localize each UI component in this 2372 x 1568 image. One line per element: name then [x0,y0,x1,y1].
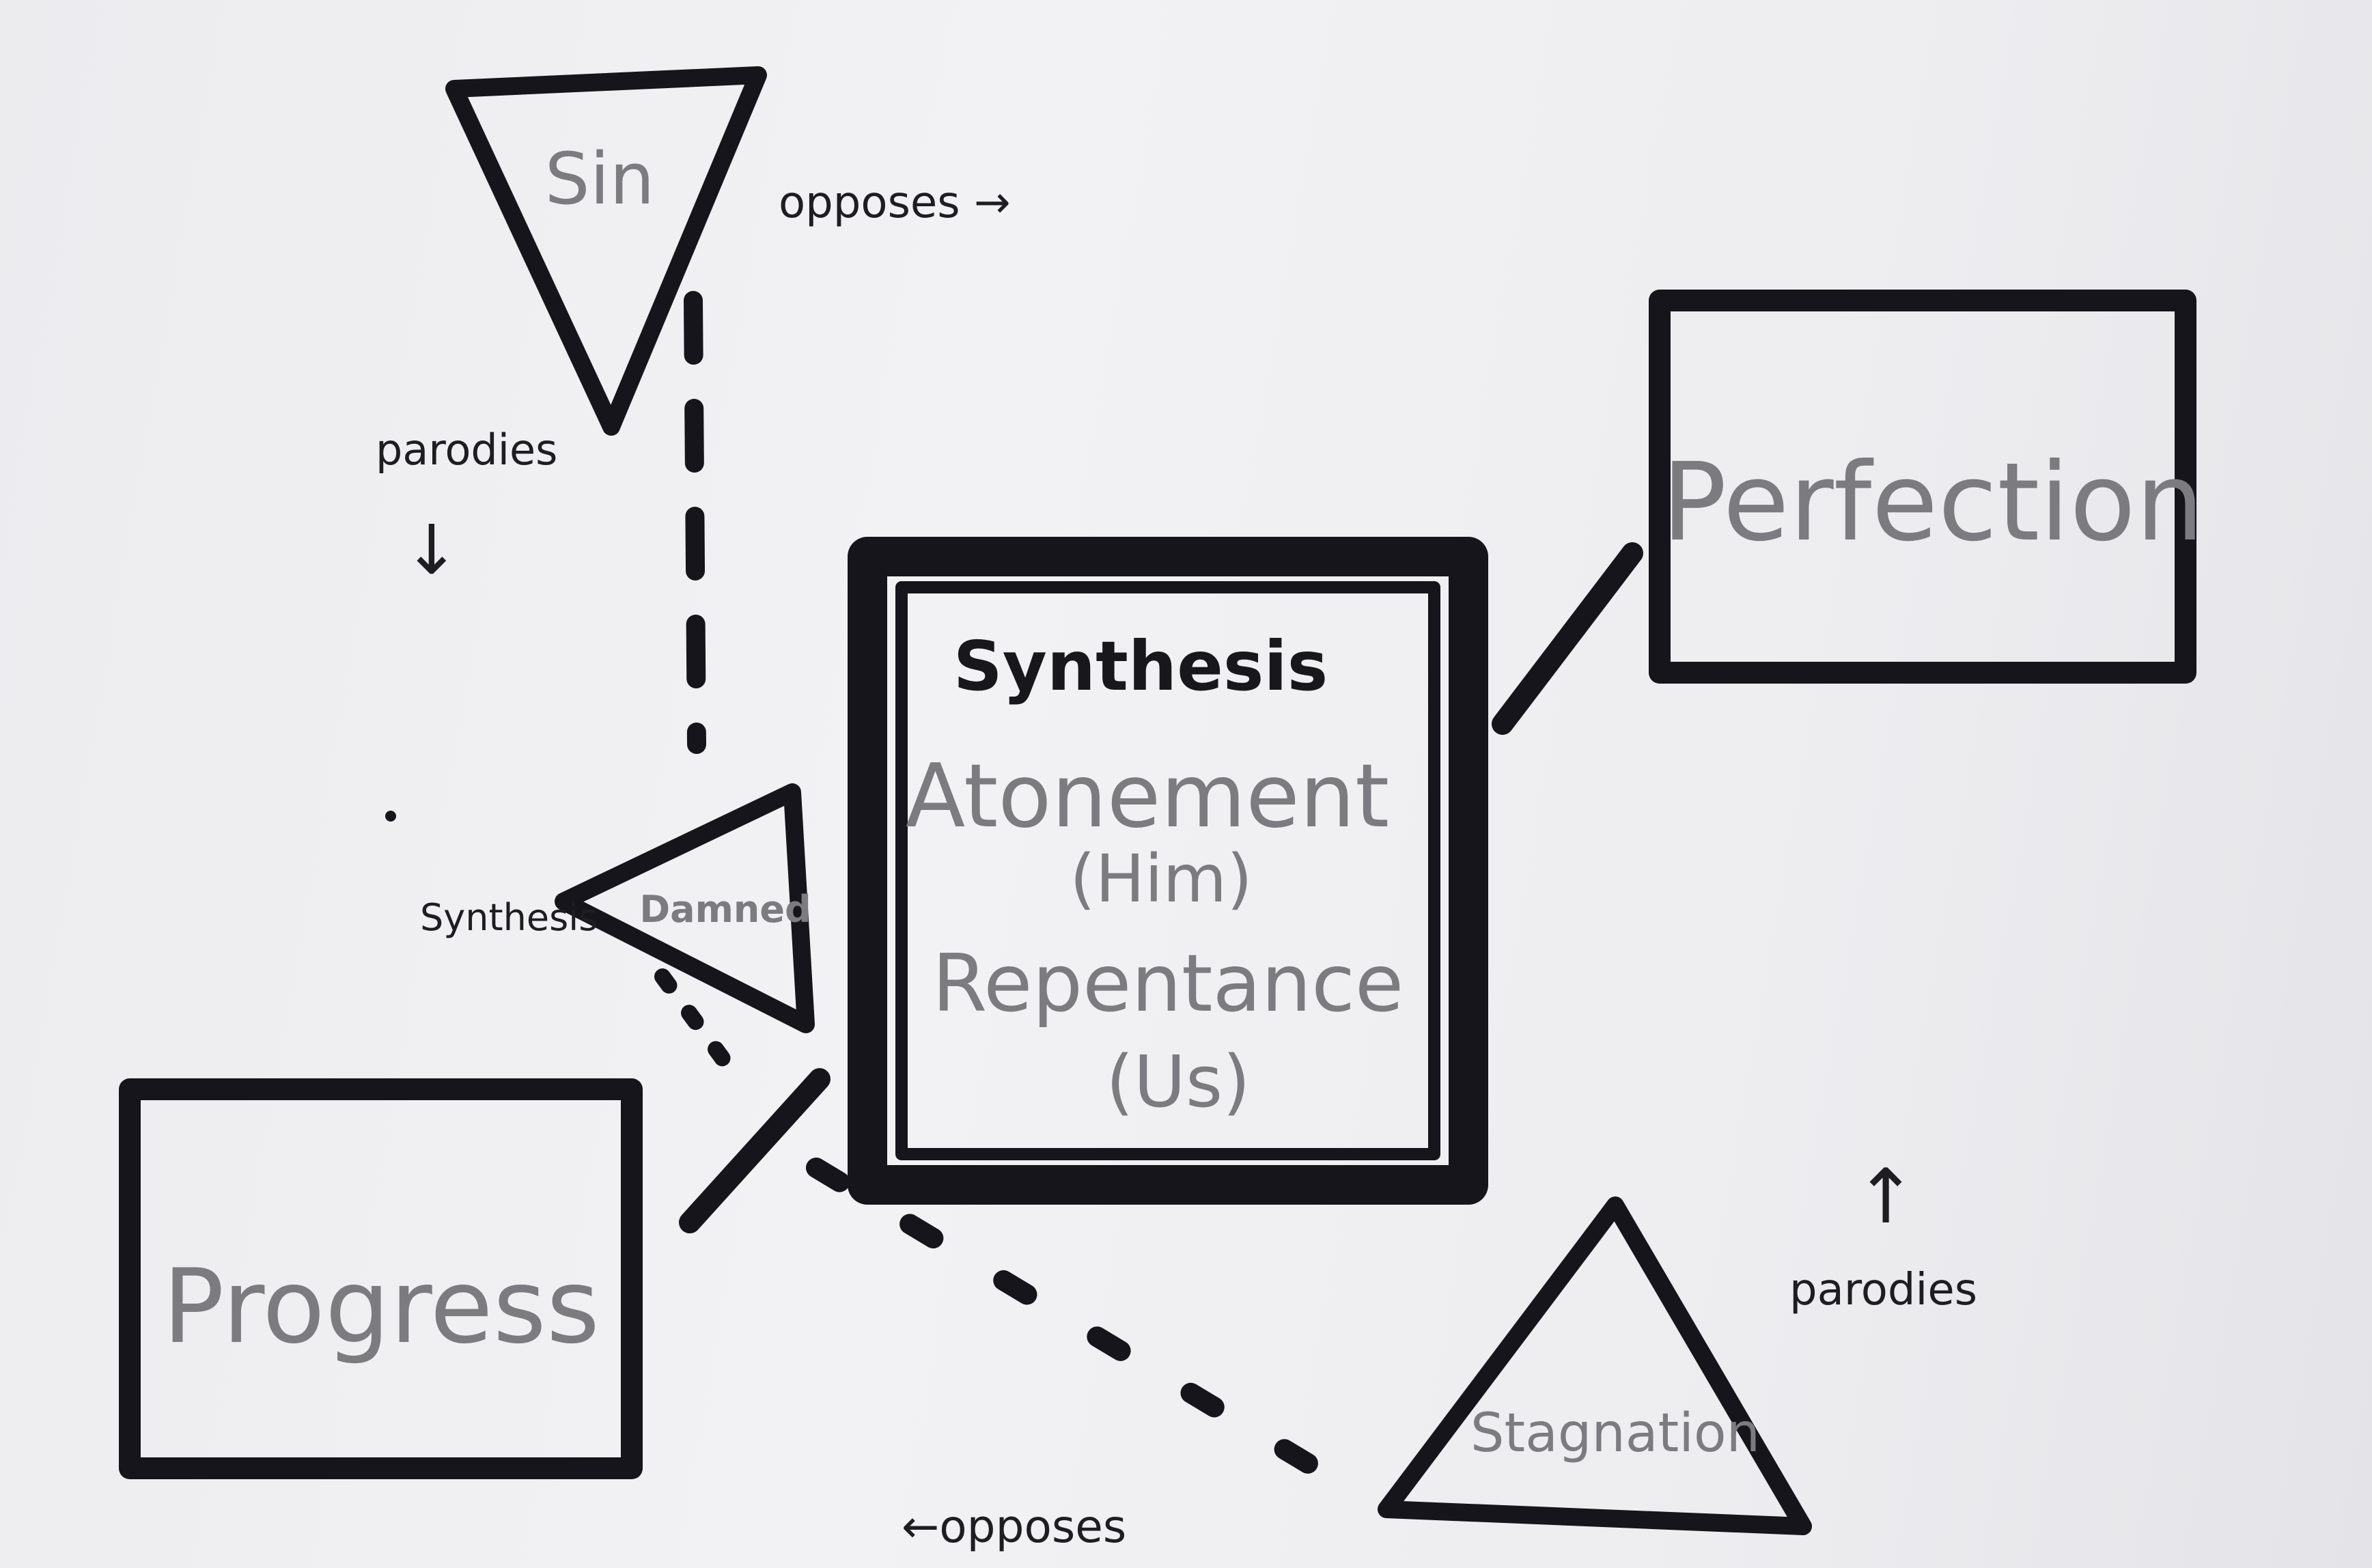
sin-triangle [445,66,767,436]
parodies-left-label: parodies [376,425,557,475]
synthesis-box-inner-frame [895,581,1440,1160]
atonement-label: Atonement [906,746,1389,848]
damned-label: Damned [639,888,811,931]
opposes-top-label: opposes → [779,178,1011,228]
perfection-label: Perfection [1662,440,2204,565]
opposes-bottom-label: ←opposes [902,1500,1126,1553]
progress-label: Progress [163,1248,600,1367]
link-synthesis-perfection [1492,542,1643,735]
dashed-link-synthesis-stagnation [806,1158,1366,1502]
synthesis-side-label: Synthesis [420,896,598,939]
stagnation-label: Stagnation [1470,1403,1760,1464]
parodies-right-label: parodies [1789,1265,1977,1315]
synthesis-title: Synthesis [953,626,1328,706]
us-label: (Us) [1106,1040,1250,1123]
sin-label: Sin [545,137,655,221]
repentance-label: Repentance [932,938,1404,1030]
link-progress-synthesis [679,1068,831,1233]
synthesis-box [848,537,1488,1205]
parodies-right-arrow: ↑ [1854,1153,1917,1240]
progress-box [119,1078,643,1479]
stagnation-triangle [1378,1196,1812,1535]
damned-triangle [555,783,815,1033]
perfection-box [1649,290,2196,684]
dashed-link-sin-damned [684,291,706,754]
dotted-link-damned-progress [654,968,746,1087]
him-label: (Him) [1070,841,1252,917]
ink-dot [385,811,396,822]
parodies-left-arrow: ↓ [403,510,460,590]
